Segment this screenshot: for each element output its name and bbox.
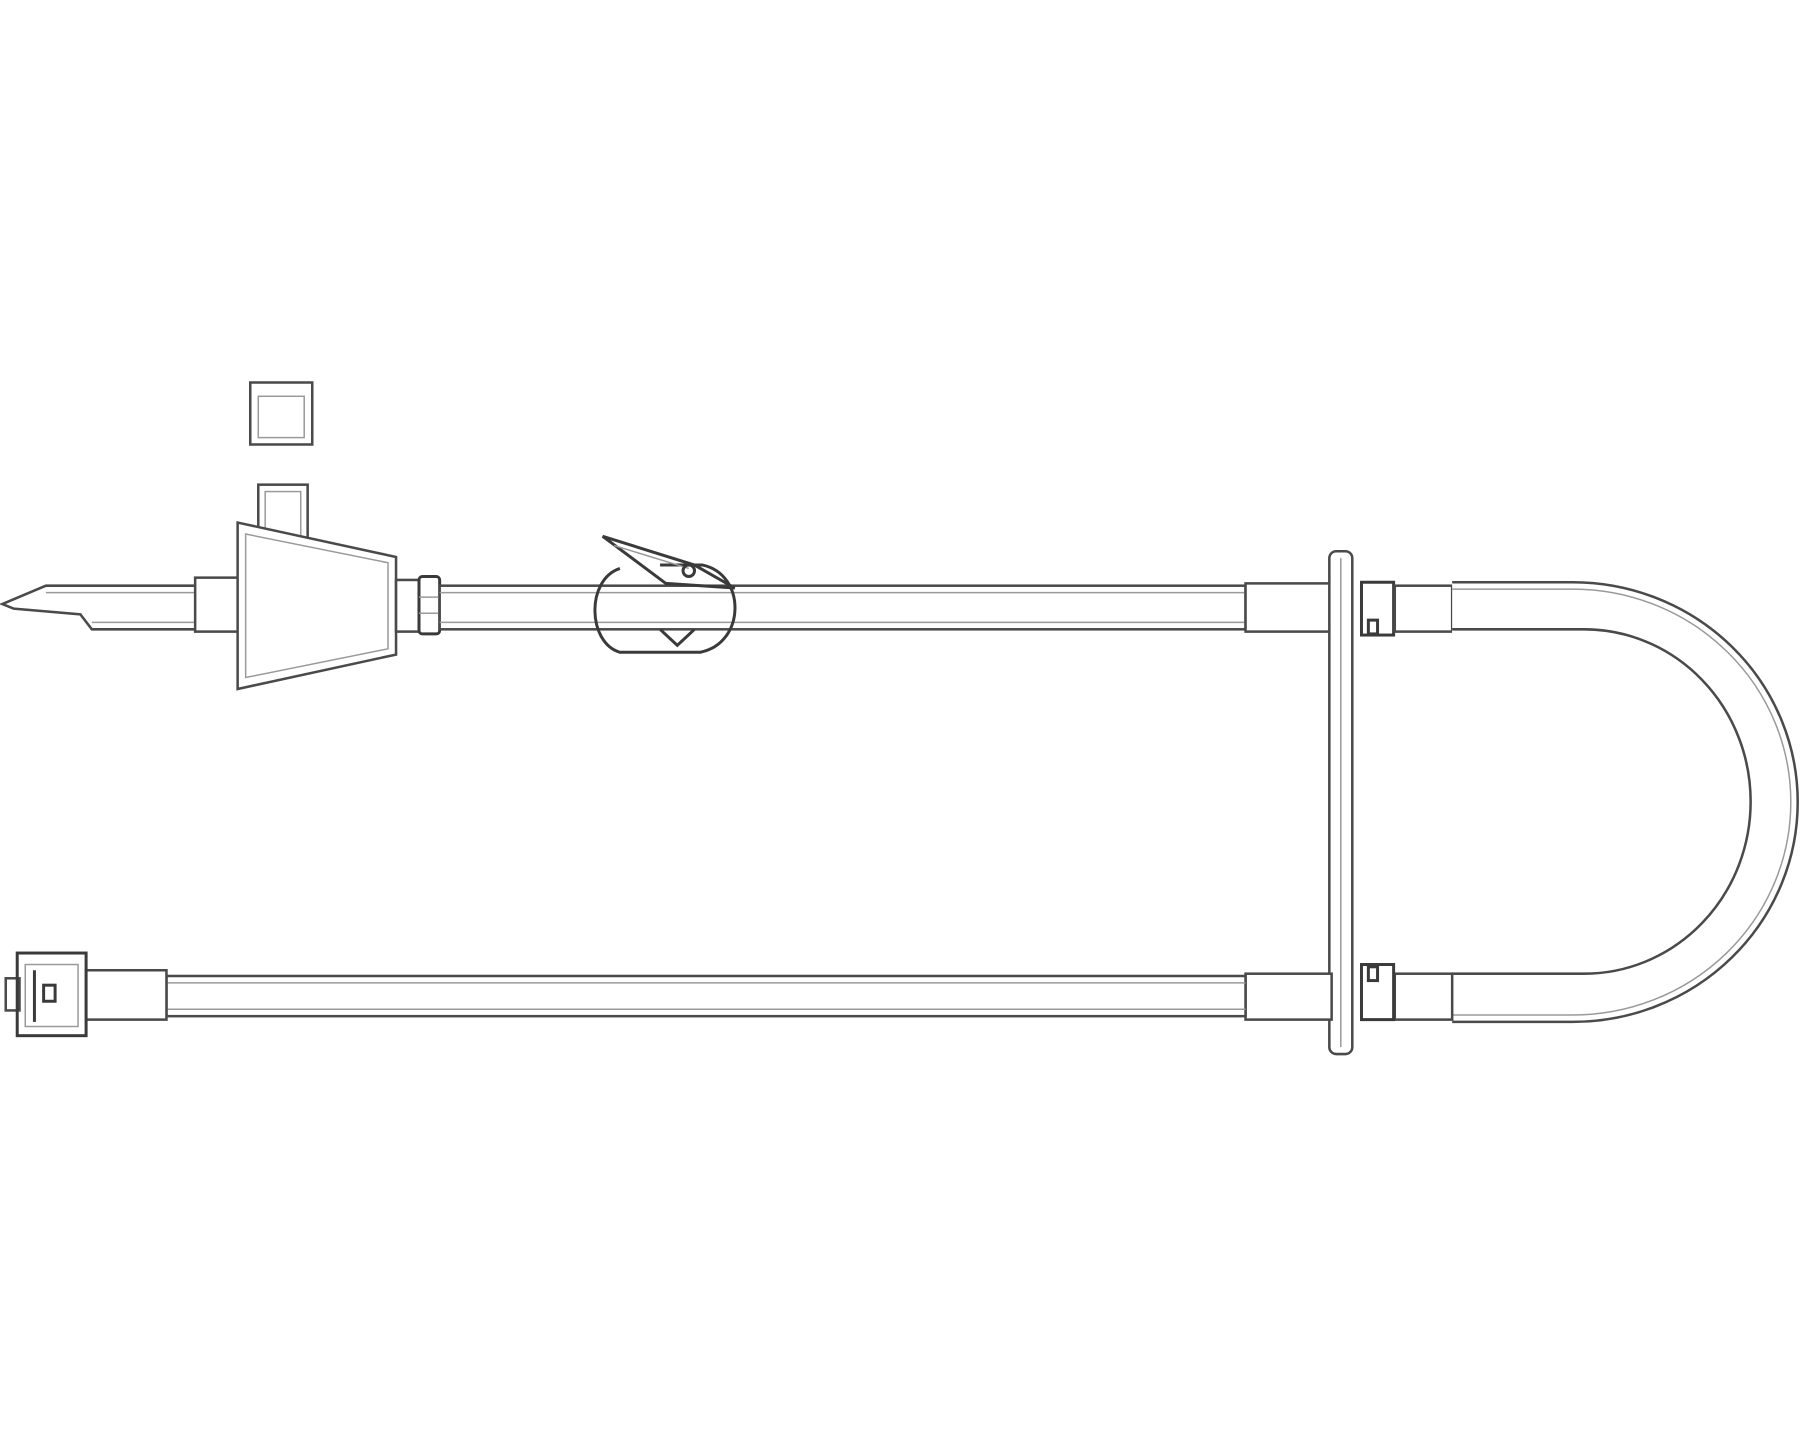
roller-clamp	[593, 534, 737, 654]
bottom-connector	[1244, 972, 1333, 1021]
drip-chamber	[236, 520, 398, 691]
luer-lock-connector	[4, 951, 168, 1038]
chamber-outlet	[394, 578, 421, 633]
bottom-clip	[1359, 963, 1396, 1022]
upper-tubing	[438, 584, 1247, 631]
top-u-connector	[1393, 584, 1454, 633]
piercing-spike	[0, 584, 199, 631]
hanger-bar	[1328, 549, 1354, 1056]
spike-connector	[193, 576, 243, 633]
top-clip	[1359, 580, 1396, 637]
lower-tubing	[165, 974, 1247, 1018]
tubing-ring	[417, 575, 442, 636]
spike-cap	[248, 381, 314, 446]
u-loop-tubing	[1452, 580, 1799, 1024]
bottom-u-connector	[1393, 972, 1454, 1021]
top-connector	[1244, 582, 1333, 633]
